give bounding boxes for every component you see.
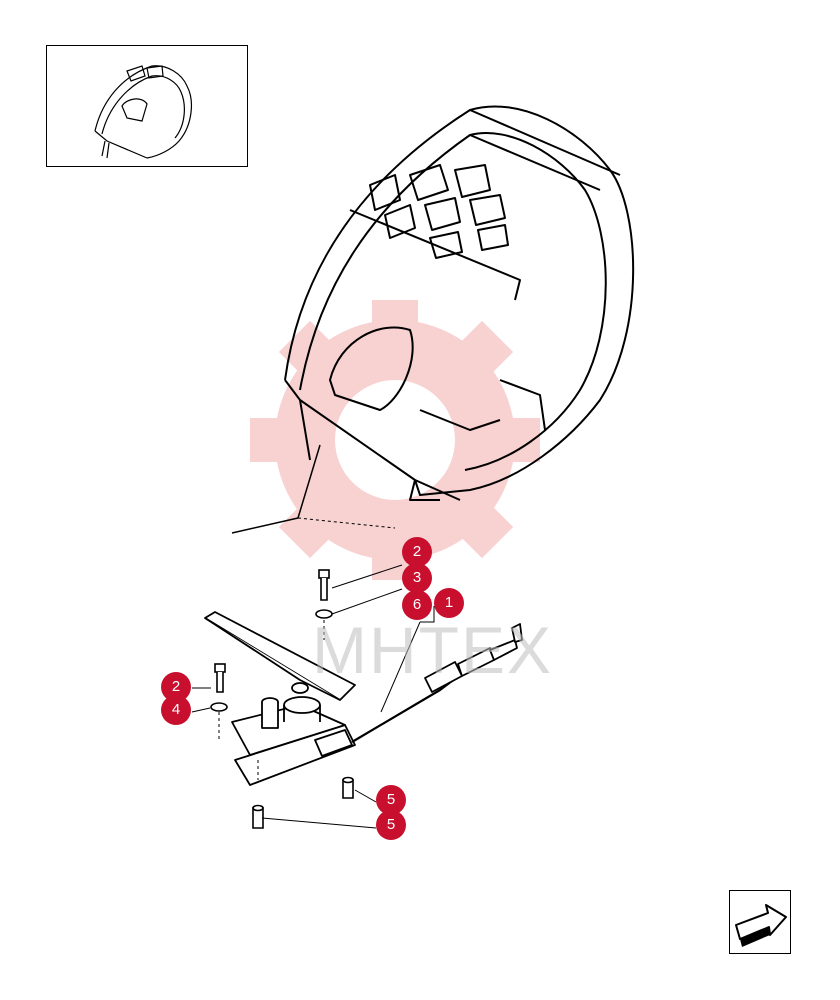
cab-frame xyxy=(231,105,635,534)
watermark-logo xyxy=(250,300,540,580)
watermark-text: МНТЕХ xyxy=(312,613,553,687)
leader-lines xyxy=(191,564,435,829)
bolt-head-top xyxy=(318,569,330,579)
washer-left xyxy=(210,702,228,712)
callout-4[interactable]: 4 xyxy=(161,695,191,725)
callout-5-bottom[interactable]: 5 xyxy=(376,810,406,840)
bolt-shank-top xyxy=(320,578,328,601)
hardware-parts xyxy=(210,569,354,829)
callout-3[interactable]: 3 xyxy=(402,563,432,593)
pedal-assembly xyxy=(204,611,523,786)
bolt-shank-left xyxy=(216,672,224,693)
cab-overview-thumbnail-icon xyxy=(94,65,193,159)
callout-1[interactable]: 1 xyxy=(434,588,464,618)
next-page-arrow-icon xyxy=(735,904,787,947)
callout-6[interactable]: 6 xyxy=(402,590,432,620)
callout-2-top[interactable]: 2 xyxy=(402,537,432,567)
next-page-button[interactable] xyxy=(729,890,791,954)
overview-thumbnail xyxy=(46,45,248,167)
bolt-head-left xyxy=(214,663,226,673)
